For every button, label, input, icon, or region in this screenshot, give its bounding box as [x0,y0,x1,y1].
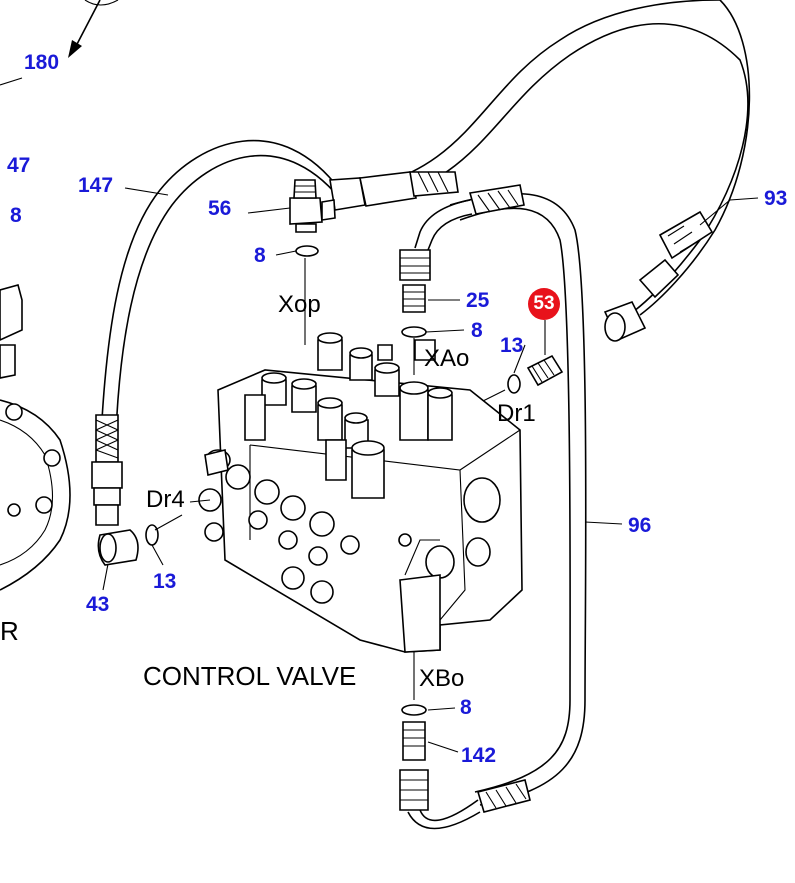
port-label-dr1: Dr1 [497,400,536,427]
fitting-56 [289,179,336,345]
callout-96: 96 [628,514,652,537]
arrow-180 [68,0,119,58]
callout-25: 25 [466,289,490,312]
hose-93 [329,0,751,342]
callout-13-dr4: 13 [153,570,177,593]
callout-8-xbo: 8 [460,696,472,719]
fitting-142 [401,652,427,761]
callout-13-dr1: 13 [500,334,524,357]
control-valve-body [198,332,523,653]
port-label-xao: XAo [424,345,470,372]
leader-lines [0,77,759,753]
diagram-title: CONTROL VALVE [143,661,357,691]
partial-label-left-edge: R [0,616,19,646]
port-label-xop: Xop [278,291,321,318]
port-label-dr4: Dr4 [146,486,185,513]
fitting-25 [401,284,427,375]
port-label-xbo: XBo [419,665,465,692]
callout-8-left-edge: 8 [10,204,22,227]
left-partial-component [0,284,71,591]
callout-93: 93 [764,187,788,210]
callout-56: 56 [208,197,232,220]
hose-96 [399,184,587,830]
callout-8-xao: 8 [471,319,483,342]
callout-53-highlighted: 53 [528,288,560,320]
hose-147 [91,139,346,566]
callout-8-xop: 8 [254,244,266,267]
callout-147: 147 [78,174,114,197]
callout-142: 142 [461,744,497,767]
callout-43: 43 [86,593,110,616]
callout-180: 180 [24,51,60,74]
callout-47: 47 [7,154,31,177]
